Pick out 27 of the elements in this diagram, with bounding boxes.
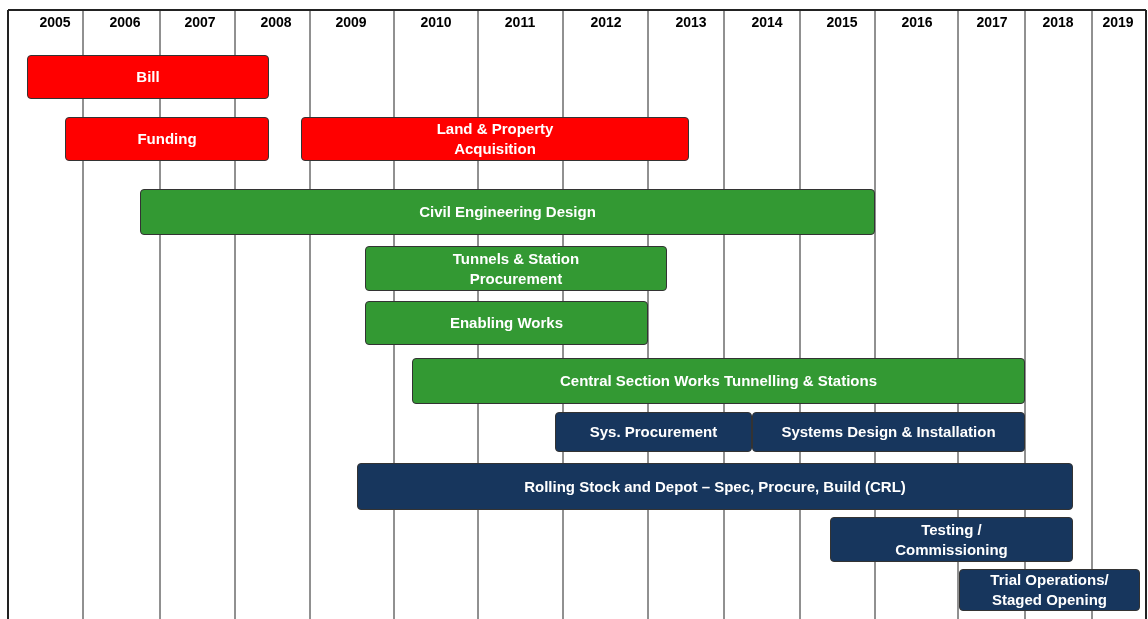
year-label: 2019 bbox=[1102, 14, 1134, 30]
year-label: 2017 bbox=[976, 14, 1008, 30]
year-label: 2013 bbox=[675, 14, 707, 30]
year-label: 2009 bbox=[335, 14, 367, 30]
year-label: 2006 bbox=[109, 14, 141, 30]
task-bar: Bill bbox=[27, 55, 269, 99]
task-bar: Central Section Works Tunnelling & Stations bbox=[412, 358, 1025, 404]
year-label: 2015 bbox=[826, 14, 858, 30]
year-label: 2008 bbox=[260, 14, 292, 30]
year-label: 2005 bbox=[39, 14, 71, 30]
task-bar: Civil Engineering Design bbox=[140, 189, 875, 235]
year-label: 2007 bbox=[184, 14, 216, 30]
year-label: 2011 bbox=[504, 14, 536, 30]
task-bar: Sys. Procurement bbox=[555, 412, 752, 452]
task-bar: Testing / Commissioning bbox=[830, 517, 1073, 562]
task-bar: Systems Design & Installation bbox=[752, 412, 1025, 452]
task-bar: Trial Operations/ Staged Opening bbox=[959, 569, 1140, 611]
task-bar: Funding bbox=[65, 117, 269, 161]
year-label: 2014 bbox=[751, 14, 783, 30]
year-label: 2016 bbox=[901, 14, 933, 30]
task-bar: Land & Property Acquisition bbox=[301, 117, 689, 161]
year-label: 2012 bbox=[590, 14, 622, 30]
year-label: 2010 bbox=[420, 14, 452, 30]
task-bar: Enabling Works bbox=[365, 301, 648, 345]
task-bar: Rolling Stock and Depot – Spec, Procure, Build (CRL) bbox=[357, 463, 1073, 510]
task-bar: Tunnels & Station Procurement bbox=[365, 246, 667, 291]
year-label: 2018 bbox=[1042, 14, 1074, 30]
